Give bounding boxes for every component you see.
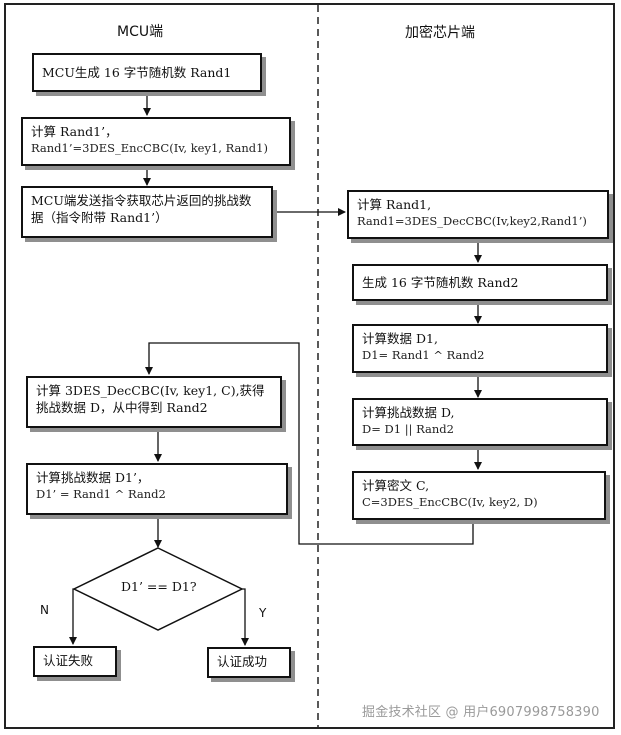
chip-compute-c-title: 计算密文 C,	[362, 478, 430, 493]
auth-success-text: 认证成功	[217, 654, 268, 669]
decision-diamond	[72, 547, 244, 631]
chip-compute-d1-title: 计算数据 D1,	[362, 331, 438, 346]
chip-compute-d1-formula: D1= Rand1 ^ Rand2	[362, 348, 485, 362]
chip-generate-rand2-text: 生成 16 字节随机数 Rand2	[362, 275, 519, 290]
mcu-compute-rand1p-step: 计算 Rand1’， Rand1’=3DES_EncCBC(Iv, key1, …	[21, 117, 291, 166]
mcu-compute-rand1p-title: 计算 Rand1’，	[31, 124, 118, 139]
decision-no-label: N	[40, 603, 49, 617]
mcu-generate-rand1-text: MCU生成 16 字节随机数 Rand1	[42, 65, 232, 80]
chip-column-title: 加密芯片端	[405, 25, 475, 41]
chip-compute-d1-step: 计算数据 D1, D1= Rand1 ^ Rand2	[352, 324, 608, 373]
decision-yes-label: Y	[259, 606, 267, 620]
chip-compute-rand1-formula: Rand1=3DES_DecCBC(Iv,key2,Rand1’)	[357, 214, 587, 228]
mcu-decrypt-line1: 计算 3DES_DecCBC(Iv, key1, C),获得	[36, 383, 265, 398]
mcu-send-command-step: MCU端发送指令获取芯片返回的挑战数 据（指令附带 Rand1’）	[21, 186, 273, 238]
mcu-generate-rand1-step: MCU生成 16 字节随机数 Rand1	[32, 53, 262, 92]
watermark: 掘金技术社区 @ 用户6907998758390	[362, 705, 600, 720]
mcu-decrypt-line2: 挑战数据 D，从中得到 Rand2	[36, 400, 208, 415]
chip-compute-rand1-title: 计算 Rand1,	[357, 197, 432, 212]
arrow-decision-yes	[241, 588, 249, 646]
chip-generate-rand2-step: 生成 16 字节随机数 Rand2	[352, 264, 608, 301]
auth-fail-text: 认证失败	[43, 653, 94, 668]
auth-fail-terminal: 认证失败	[33, 646, 117, 677]
chip-compute-c-step: 计算密文 C, C=3DES_EncCBC(Iv, key2, D)	[352, 471, 606, 520]
chip-compute-c-formula: C=3DES_EncCBC(Iv, key2, D)	[362, 495, 538, 509]
mcu-compute-d1p-formula: D1’ = Rand1 ^ Rand2	[36, 487, 166, 501]
mcu-column-title: MCU端	[117, 24, 164, 40]
mcu-compute-rand1p-formula: Rand1’=3DES_EncCBC(Iv, key1, Rand1)	[31, 141, 268, 155]
mcu-send-command-line1: MCU端发送指令获取芯片返回的挑战数	[31, 193, 252, 208]
mcu-send-command-line2: 据（指令附带 Rand1’）	[31, 210, 168, 225]
mcu-compute-d1p-step: 计算挑战数据 D1’， D1’ = Rand1 ^ Rand2	[26, 463, 288, 515]
chip-compute-d-step: 计算挑战数据 D, D= D1 || Rand2	[352, 398, 608, 446]
decision-text: D1’ == D1?	[121, 579, 197, 594]
mcu-decrypt-step: 计算 3DES_DecCBC(Iv, key1, C),获得 挑战数据 D，从中…	[26, 376, 282, 428]
chip-compute-d-formula: D= D1 || Rand2	[362, 422, 454, 436]
mcu-compute-d1p-title: 计算挑战数据 D1’，	[36, 470, 150, 485]
diagram-frame	[4, 3, 615, 729]
auth-success-terminal: 认证成功	[207, 647, 291, 678]
arrow-decision-no	[69, 588, 77, 645]
chip-compute-d-title: 计算挑战数据 D,	[362, 405, 455, 420]
arrow-c-to-decrypt	[145, 342, 474, 545]
chip-compute-rand1-step: 计算 Rand1, Rand1=3DES_DecCBC(Iv,key2,Rand…	[347, 190, 609, 239]
